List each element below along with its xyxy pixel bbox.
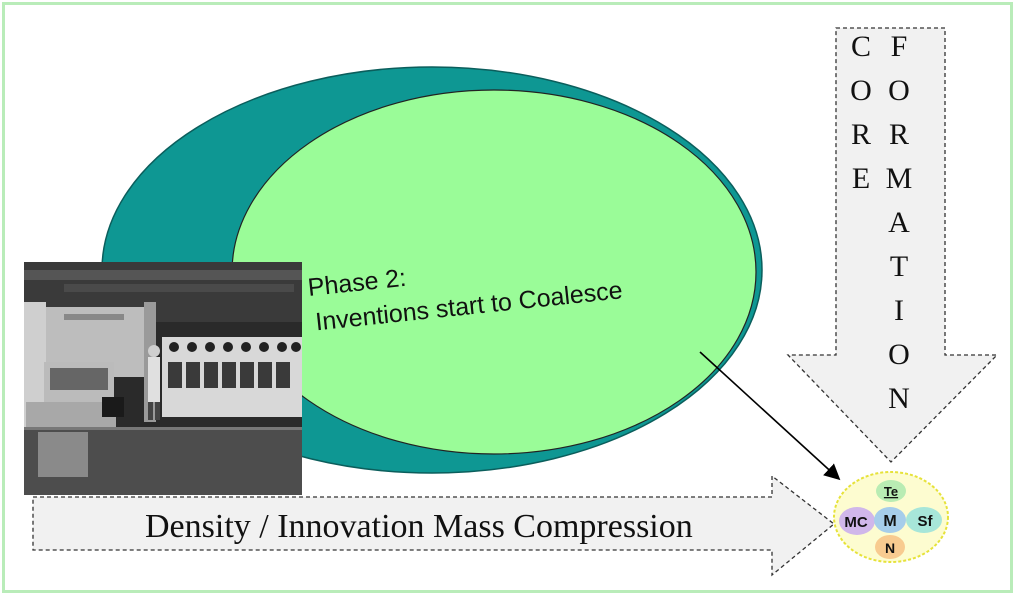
node-te-label: Te [884,484,898,499]
density-label: Density / Innovation Mass Compression [145,508,693,545]
formation-letter: O [888,338,910,371]
core-letter: R [850,118,871,151]
node-m [874,507,906,533]
formation-letter: T [889,250,909,283]
slide-frame [2,2,1013,593]
inner-ellipse [231,89,757,455]
formation-letter: A [888,206,910,239]
node-n-label: N [885,540,895,556]
formation-letter: O [888,74,910,107]
core-letter: E [851,162,871,195]
core-letter: C [850,30,871,63]
formation-letter: N [888,382,910,415]
formation-letter: F [890,30,908,63]
formation-letter: R [888,118,909,151]
node-n [875,535,905,559]
node-m-label: M [883,513,896,530]
density-arrow [32,474,836,577]
node-te [876,480,906,502]
node-sf-label: Sf [918,513,934,530]
node-mc-label: MC [844,514,867,531]
connector-arrow [699,351,841,481]
univac-computer-photo [24,262,302,495]
node-sf [906,507,942,533]
formation-letter: M [885,162,913,195]
formation-letter: I [894,294,904,327]
core-letter: O [850,74,872,107]
core-formation-arrow [786,27,999,463]
node-mc [839,507,875,535]
